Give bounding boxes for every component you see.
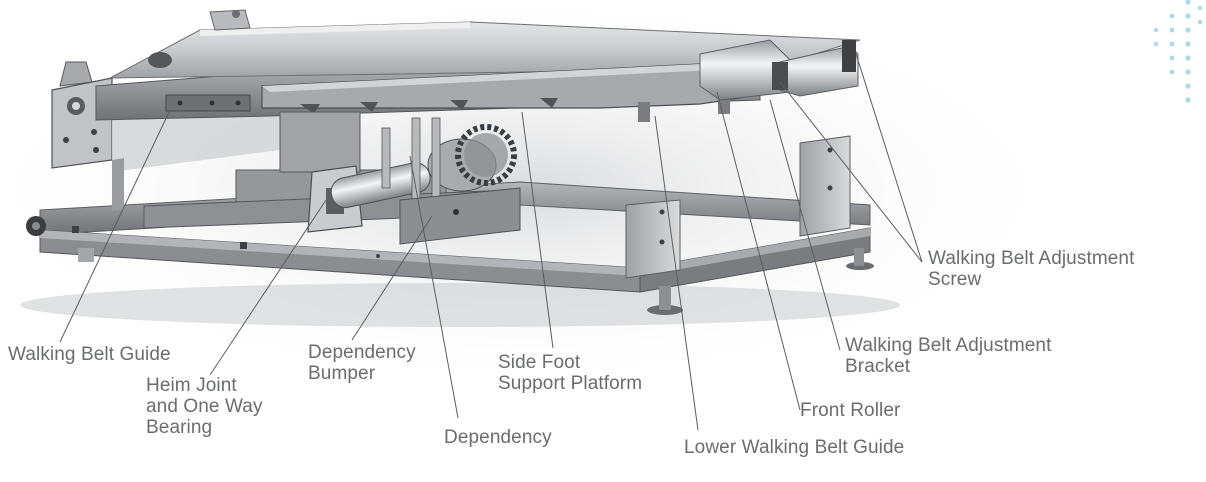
label-walking-belt-guide: Walking Belt Guide [8,344,171,365]
label-dependency-bumper: Dependency Bumper [308,342,416,384]
front-upright-brackets [625,135,851,279]
leader-walking-belt-guide [59,109,171,343]
accent-dots-decoration [1153,0,1203,103]
leader-front-roller [716,91,801,411]
floor-shadow [20,283,900,327]
label-walking-belt-adjustment-screw: Walking Belt Adjustment Screw [928,248,1135,290]
label-side-foot-support-platform: Side Foot Support Platform [498,352,643,394]
leader-lower-walking-belt-guide [654,115,699,431]
leader-adjustment-screw-2 [855,53,923,263]
leader-adjustment-screw-1 [779,81,923,263]
leader-lines [59,53,923,431]
leader-side-foot-support-platform [521,111,554,349]
drive-mechanism [143,111,521,245]
walking-belt-surface [109,9,861,79]
leader-walking-belt-adjustment-bracket [769,99,841,351]
label-walking-belt-adjustment-bracket: Walking Belt Adjustment Bracket [845,335,1052,377]
leader-heim-joint [209,199,327,376]
label-dependency: Dependency [444,427,552,448]
label-heim-joint-and-one-way-bearing: Heim Joint and One Way Bearing [146,375,263,438]
leader-dependency-bumper [351,215,433,341]
label-front-roller: Front Roller [800,400,901,421]
leader-dependency [409,155,459,419]
front-rollers [699,39,859,101]
label-lower-walking-belt-guide: Lower Walking Belt Guide [684,437,905,458]
